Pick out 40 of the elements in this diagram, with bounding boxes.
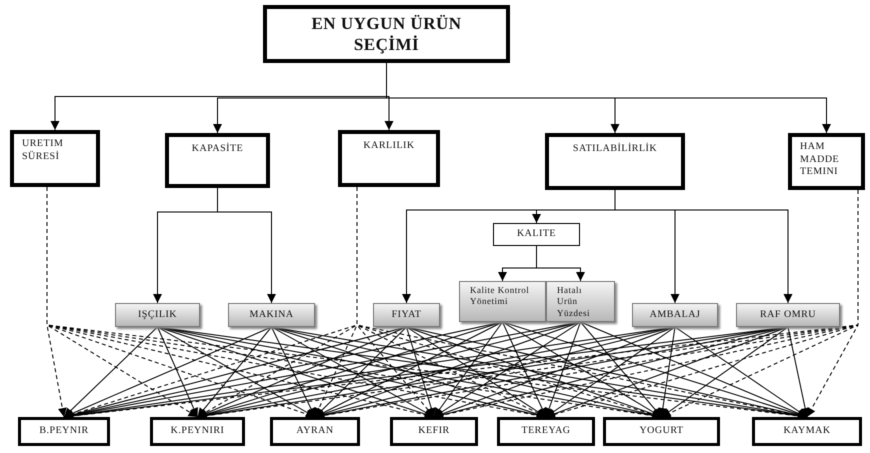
arrow bbox=[271, 326, 316, 418]
arrow bbox=[64, 326, 158, 418]
criterion-box: KARLILIK bbox=[338, 130, 440, 187]
arrow bbox=[217, 188, 276, 304]
criterion-box: URETIM SÜRESİ bbox=[10, 130, 100, 187]
arrow bbox=[314, 326, 407, 418]
sub-criterion-box: AMBALAJ bbox=[632, 303, 718, 327]
arrow bbox=[788, 326, 810, 418]
alternative-box: KEFIR bbox=[390, 417, 478, 446]
alternative-box: B.PEYNIR bbox=[18, 417, 110, 446]
arrow bbox=[434, 322, 503, 418]
arrow bbox=[580, 322, 662, 418]
sub-criterion-box: RAF OMRU bbox=[736, 303, 840, 327]
arrow bbox=[614, 190, 792, 304]
arrow bbox=[544, 322, 581, 418]
sub-criterion-box: FIYAT bbox=[373, 303, 440, 327]
criterion-box: KAPASİTE bbox=[165, 133, 270, 188]
arrow bbox=[674, 326, 808, 418]
criterion-box: HAM MADDE TEMINI bbox=[788, 133, 865, 190]
alternative-box: AYRAN bbox=[270, 417, 360, 446]
criterion-box: SATILABİLİRLİK bbox=[545, 133, 685, 190]
arrow bbox=[197, 326, 272, 418]
sub-criterion-box: Hatalı Urün Yüzdesi bbox=[546, 281, 615, 322]
arrow bbox=[806, 190, 858, 418]
sub-criterion-box: IŞÇILIK bbox=[115, 303, 200, 327]
alternative-box: YOGURT bbox=[603, 417, 720, 446]
arrow bbox=[406, 326, 436, 418]
arrow bbox=[661, 326, 788, 418]
goal-box: EN UYGUN ÜRÜN SEÇİMİ bbox=[263, 5, 510, 63]
sub-criterion-box: MAKINA bbox=[228, 303, 315, 327]
arrow bbox=[536, 246, 585, 282]
criterion-box: KALITE bbox=[493, 223, 580, 246]
alternative-box: KAYMAK bbox=[752, 417, 862, 446]
sub-criterion-box: Kalite Kontrol Yönetimi bbox=[459, 281, 546, 322]
alternative-box: K.PEYNIRI bbox=[150, 417, 245, 446]
alternative-box: TEREYAG bbox=[497, 417, 595, 446]
arrow bbox=[502, 322, 546, 418]
arrow bbox=[546, 326, 676, 418]
arrow bbox=[157, 326, 198, 418]
arrow bbox=[658, 326, 676, 418]
